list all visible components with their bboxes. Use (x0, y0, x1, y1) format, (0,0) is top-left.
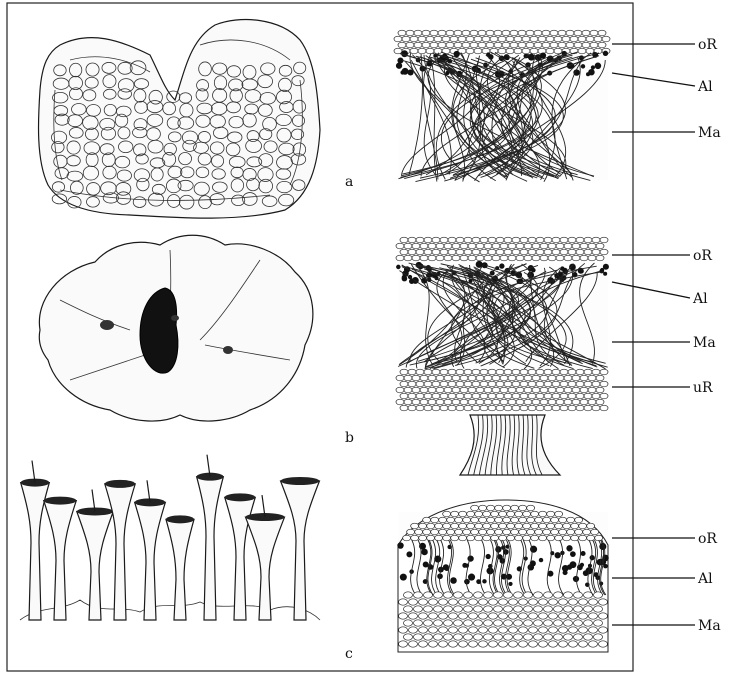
panel-letter-b: b (345, 430, 354, 446)
label-c-ma: Ma (698, 618, 721, 634)
panel-c-cross-section (397, 500, 608, 652)
label-b-al: Al (692, 291, 708, 307)
podetium-cup (21, 461, 50, 620)
podetium-cup (44, 497, 77, 620)
label-b-or: oR (693, 248, 712, 264)
panel-letter-c: c (345, 646, 353, 662)
label-a-al: Al (697, 79, 713, 95)
podetium-cup (245, 495, 284, 620)
leader-b-al (612, 282, 690, 298)
podetium-cup (135, 480, 166, 620)
podetia-cups (21, 455, 320, 620)
leader-a-al (612, 73, 695, 86)
podetium-cup (105, 480, 135, 620)
panel-a-thallus-drawing (38, 20, 320, 219)
panel-a-cross-section (394, 30, 610, 182)
label-c-or: oR (698, 531, 717, 547)
podetium-cup (77, 489, 113, 620)
label-a-or: oR (698, 37, 717, 53)
label-b-ma: Ma (693, 335, 716, 351)
label-b-ur: uR (693, 380, 713, 396)
podetium-cup (281, 477, 320, 620)
podetium-cup (225, 493, 256, 620)
label-c-al: Al (697, 571, 713, 587)
panel-letter-a: a (345, 174, 353, 190)
podetium-cup (197, 455, 224, 620)
label-a-ma: Ma (698, 125, 721, 141)
panel-c-podetia-drawing (20, 455, 320, 620)
panel-b-thallus-drawing (39, 235, 313, 421)
panel-b-cross-section (396, 237, 609, 475)
